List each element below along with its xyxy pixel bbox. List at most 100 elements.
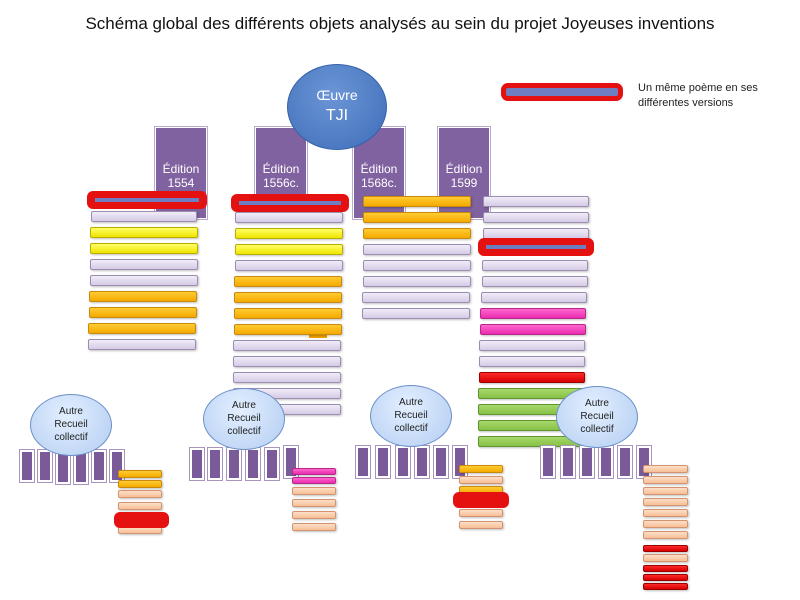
book-icon (541, 446, 555, 478)
poem-rect (89, 291, 197, 302)
book-icon (618, 446, 632, 478)
edition-label: Édition (360, 162, 398, 176)
legend-poem-sample (501, 83, 623, 101)
recueil-line: Recueil (227, 413, 261, 424)
book-icon (356, 446, 370, 478)
poem-rect (292, 487, 336, 495)
diagram-title: Schéma global des différents objets anal… (85, 14, 715, 33)
poem-rect (643, 565, 688, 572)
poem-rect (459, 509, 503, 517)
recueil-line: collectif (580, 424, 614, 435)
poem-rect (90, 227, 198, 238)
book-icon (246, 448, 260, 480)
recueil-collectif-2: Autre Recueil collectif (203, 388, 285, 450)
poem-rect (363, 260, 471, 271)
poem-rect (118, 480, 162, 488)
poem-rect (235, 260, 343, 271)
recueil-line: Autre (232, 400, 256, 411)
book-icon (453, 446, 467, 478)
book-icon (38, 450, 52, 482)
poem-rect (89, 307, 197, 318)
edition-year: 1556c. (262, 176, 300, 190)
poem-rect (235, 228, 343, 239)
book-icon (561, 446, 575, 478)
poem-rect (292, 468, 336, 475)
poem-rect (482, 276, 588, 287)
poem-rect (292, 523, 336, 531)
poem-rect (90, 259, 198, 270)
recueil-line: Recueil (394, 410, 428, 421)
edition-year: 1599 (450, 176, 478, 190)
book-icon (190, 448, 204, 480)
poem-rect (234, 292, 342, 303)
poem-rect (483, 212, 589, 223)
book-icon (74, 452, 88, 484)
poem-rect (643, 509, 688, 517)
poem-rect (234, 276, 342, 287)
poem-rect (480, 308, 586, 319)
recueil-line: Recueil (54, 419, 88, 430)
poem-rect (459, 476, 503, 484)
poem-rect (643, 498, 688, 506)
poem-rect (90, 275, 198, 286)
poem-rect (118, 470, 162, 478)
poem-rect (363, 276, 471, 287)
poem-rect (233, 340, 341, 351)
poem-rect (292, 477, 336, 484)
recueil-line: Autre (399, 397, 423, 408)
poem-rect (363, 228, 471, 239)
poem-rect (292, 499, 336, 507)
recueil-line: Recueil (580, 411, 614, 422)
book-icon (434, 446, 448, 478)
poem-rect (643, 487, 688, 495)
poem-rect (363, 244, 471, 255)
poem-rect (362, 308, 470, 319)
poem-rect (90, 243, 198, 254)
poem-rect (643, 520, 688, 528)
poem-rect (643, 465, 688, 473)
poem-rect (235, 244, 343, 255)
oeuvre-node: Œuvre TJI (287, 64, 387, 150)
book-icon (376, 446, 390, 478)
recueil-line: collectif (227, 426, 261, 437)
book-icon (580, 446, 594, 478)
edition-year: 1568c. (360, 176, 398, 190)
poem-rect (643, 574, 688, 581)
poem-rect (292, 511, 336, 519)
poem-rect (480, 324, 586, 335)
recueil-line: Autre (59, 406, 83, 417)
recueil-line: collectif (394, 423, 428, 434)
poem-rect (235, 212, 343, 223)
poem-rect (459, 465, 503, 473)
poem-rect (479, 340, 585, 351)
same-poem-highlight (87, 191, 207, 209)
poem-rect (118, 502, 162, 510)
poem-rect (88, 323, 196, 334)
poem-rect (91, 211, 197, 222)
book-icon (208, 448, 222, 480)
recueil-collectif-4: Autre Recueil collectif (556, 386, 638, 448)
poem-rect (118, 490, 162, 498)
recueil-line: collectif (54, 432, 88, 443)
recueil-collectif-3: Autre Recueil collectif (370, 385, 452, 447)
legend-text: Un même poème en ses différentes version… (638, 82, 758, 109)
poem-rect (459, 521, 503, 529)
oeuvre-acronym: TJI (325, 107, 349, 124)
same-poem-highlight (478, 238, 594, 256)
poem-rect (234, 324, 342, 335)
edition-label: Édition (262, 162, 300, 176)
book-icon (56, 452, 70, 484)
poem-rect (643, 476, 688, 484)
poem-rect (363, 196, 471, 207)
poem-rect (362, 292, 470, 303)
same-poem-highlight (231, 194, 349, 212)
book-icon (92, 450, 106, 482)
book-icon (637, 446, 651, 478)
poem-rect (479, 372, 585, 383)
poem-rect (483, 196, 589, 207)
book-icon (227, 448, 241, 480)
poem-rect (233, 372, 341, 383)
edition-year: 1554 (167, 176, 195, 190)
poem-rect (363, 212, 471, 223)
poem-rect (643, 554, 688, 562)
